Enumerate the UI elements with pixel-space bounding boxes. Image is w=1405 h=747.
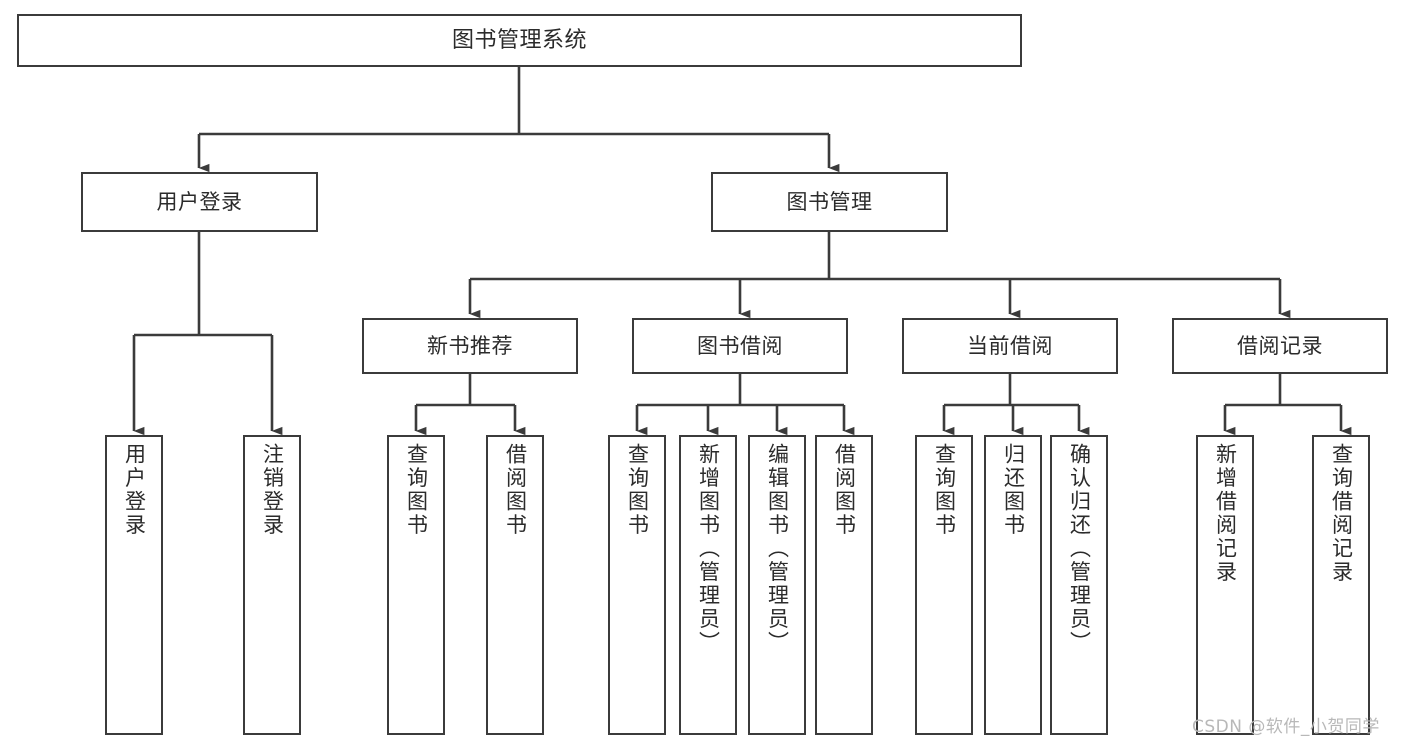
node-borrow-records[interactable]: 借阅记录 (1172, 318, 1388, 374)
node-leaf-borrow-book-label: 借阅图书 (832, 443, 857, 537)
node-leaf-return-book-label: 归还图书 (1001, 443, 1026, 537)
node-leaf-logout[interactable]: 注销登录 (243, 435, 301, 735)
node-book-management[interactable]: 图书管理 (711, 172, 948, 232)
node-root-label: 图书管理系统 (451, 27, 587, 53)
node-leaf-borrow-book-recommend-label: 借阅图书 (503, 443, 528, 537)
node-leaf-add-book-admin[interactable]: 新增图书（管理员） (679, 435, 737, 735)
node-leaf-confirm-return-admin[interactable]: 确认归还（管理员） (1050, 435, 1108, 735)
node-current-borrow[interactable]: 当前借阅 (902, 318, 1118, 374)
node-leaf-return-book[interactable]: 归还图书 (984, 435, 1042, 735)
node-leaf-query-borrow-record[interactable]: 查询借阅记录 (1312, 435, 1370, 735)
node-root[interactable]: 图书管理系统 (17, 14, 1022, 67)
node-leaf-add-borrow-record[interactable]: 新增借阅记录 (1196, 435, 1254, 735)
node-leaf-add-borrow-record-label: 新增借阅记录 (1213, 443, 1238, 584)
node-leaf-borrow-book[interactable]: 借阅图书 (815, 435, 873, 735)
node-leaf-query-book-recommend[interactable]: 查询图书 (387, 435, 445, 735)
node-user-login-label: 用户登录 (156, 189, 243, 214)
node-leaf-borrow-book-recommend[interactable]: 借阅图书 (486, 435, 544, 735)
node-new-book-recommend-label: 新书推荐 (427, 333, 513, 358)
node-current-borrow-label: 当前借阅 (967, 333, 1053, 358)
node-leaf-user-login[interactable]: 用户登录 (105, 435, 163, 735)
node-leaf-query-book-borrow[interactable]: 查询图书 (608, 435, 666, 735)
node-leaf-user-login-label: 用户登录 (122, 443, 147, 537)
node-leaf-query-book-borrow-label: 查询图书 (625, 443, 650, 537)
node-leaf-add-book-admin-label: 新增图书（管理员） (696, 443, 721, 655)
node-leaf-confirm-return-admin-label: 确认归还（管理员） (1067, 443, 1092, 655)
node-book-borrow[interactable]: 图书借阅 (632, 318, 848, 374)
node-leaf-query-book-current-label: 查询图书 (932, 443, 957, 537)
node-new-book-recommend[interactable]: 新书推荐 (362, 318, 578, 374)
node-book-management-label: 图书管理 (786, 189, 873, 214)
node-user-login[interactable]: 用户登录 (81, 172, 318, 232)
node-leaf-edit-book-admin-label: 编辑图书（管理员） (765, 443, 790, 655)
node-leaf-query-borrow-record-label: 查询借阅记录 (1329, 443, 1354, 584)
node-leaf-query-book-current[interactable]: 查询图书 (915, 435, 973, 735)
node-leaf-edit-book-admin[interactable]: 编辑图书（管理员） (748, 435, 806, 735)
node-leaf-logout-label: 注销登录 (260, 443, 285, 537)
node-book-borrow-label: 图书借阅 (697, 333, 783, 358)
node-borrow-records-label: 借阅记录 (1237, 333, 1323, 358)
node-leaf-query-book-recommend-label: 查询图书 (404, 443, 429, 537)
watermark: CSDN @软件_小贺同学 (1192, 717, 1380, 737)
